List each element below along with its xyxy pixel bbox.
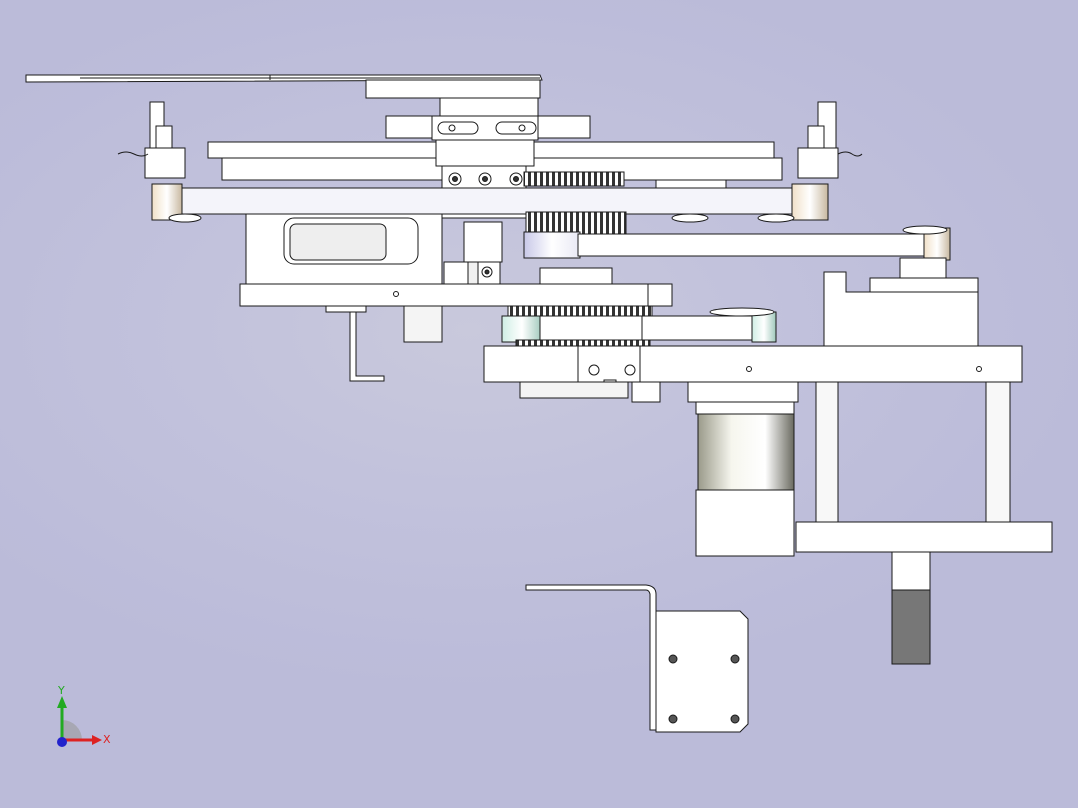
upper-frame[interactable] — [117, 101, 863, 181]
top-rail-plate[interactable] — [25, 74, 543, 117]
triad-quadrant — [62, 720, 82, 740]
left-housing[interactable] — [245, 213, 443, 285]
x-axis-head — [92, 735, 102, 745]
main-base-plate[interactable] — [239, 267, 673, 382]
right-support-block[interactable] — [823, 271, 979, 347]
upper-belt[interactable] — [151, 171, 829, 223]
drive-gear-upper[interactable] — [523, 211, 951, 279]
y-axis-label: Y — [57, 684, 65, 697]
guide-rods[interactable] — [795, 381, 1053, 553]
output-shaft[interactable] — [891, 551, 931, 665]
z-axis-dot — [57, 737, 67, 747]
x-axis-label: X — [103, 733, 111, 746]
stepper-motor[interactable] — [687, 381, 799, 557]
y-axis-head — [57, 696, 67, 708]
sensor-bracket[interactable] — [443, 221, 503, 285]
carriage-block[interactable] — [385, 115, 591, 141]
orientation-triad[interactable]: Y X — [40, 682, 120, 762]
l-bracket[interactable] — [525, 584, 749, 733]
drive-gear-lower[interactable] — [501, 305, 777, 349]
lower-mount-plate[interactable] — [483, 345, 1023, 403]
